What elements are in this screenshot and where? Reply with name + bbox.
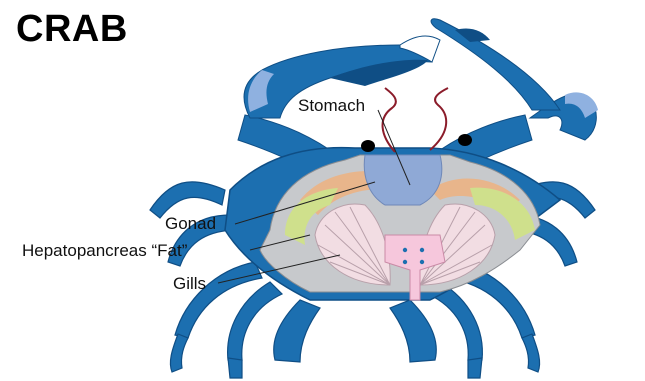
right-antenna	[430, 88, 448, 150]
left-antenna	[383, 88, 396, 152]
hepatopancreas-label: Hepatopancreas “Fat”	[22, 241, 187, 261]
stomach-label: Stomach	[298, 96, 365, 116]
left-eye	[361, 140, 375, 152]
right-eye	[458, 134, 472, 146]
gills-label: Gills	[173, 274, 206, 294]
stomach	[364, 155, 442, 205]
gonad-label: Gonad	[165, 214, 216, 234]
